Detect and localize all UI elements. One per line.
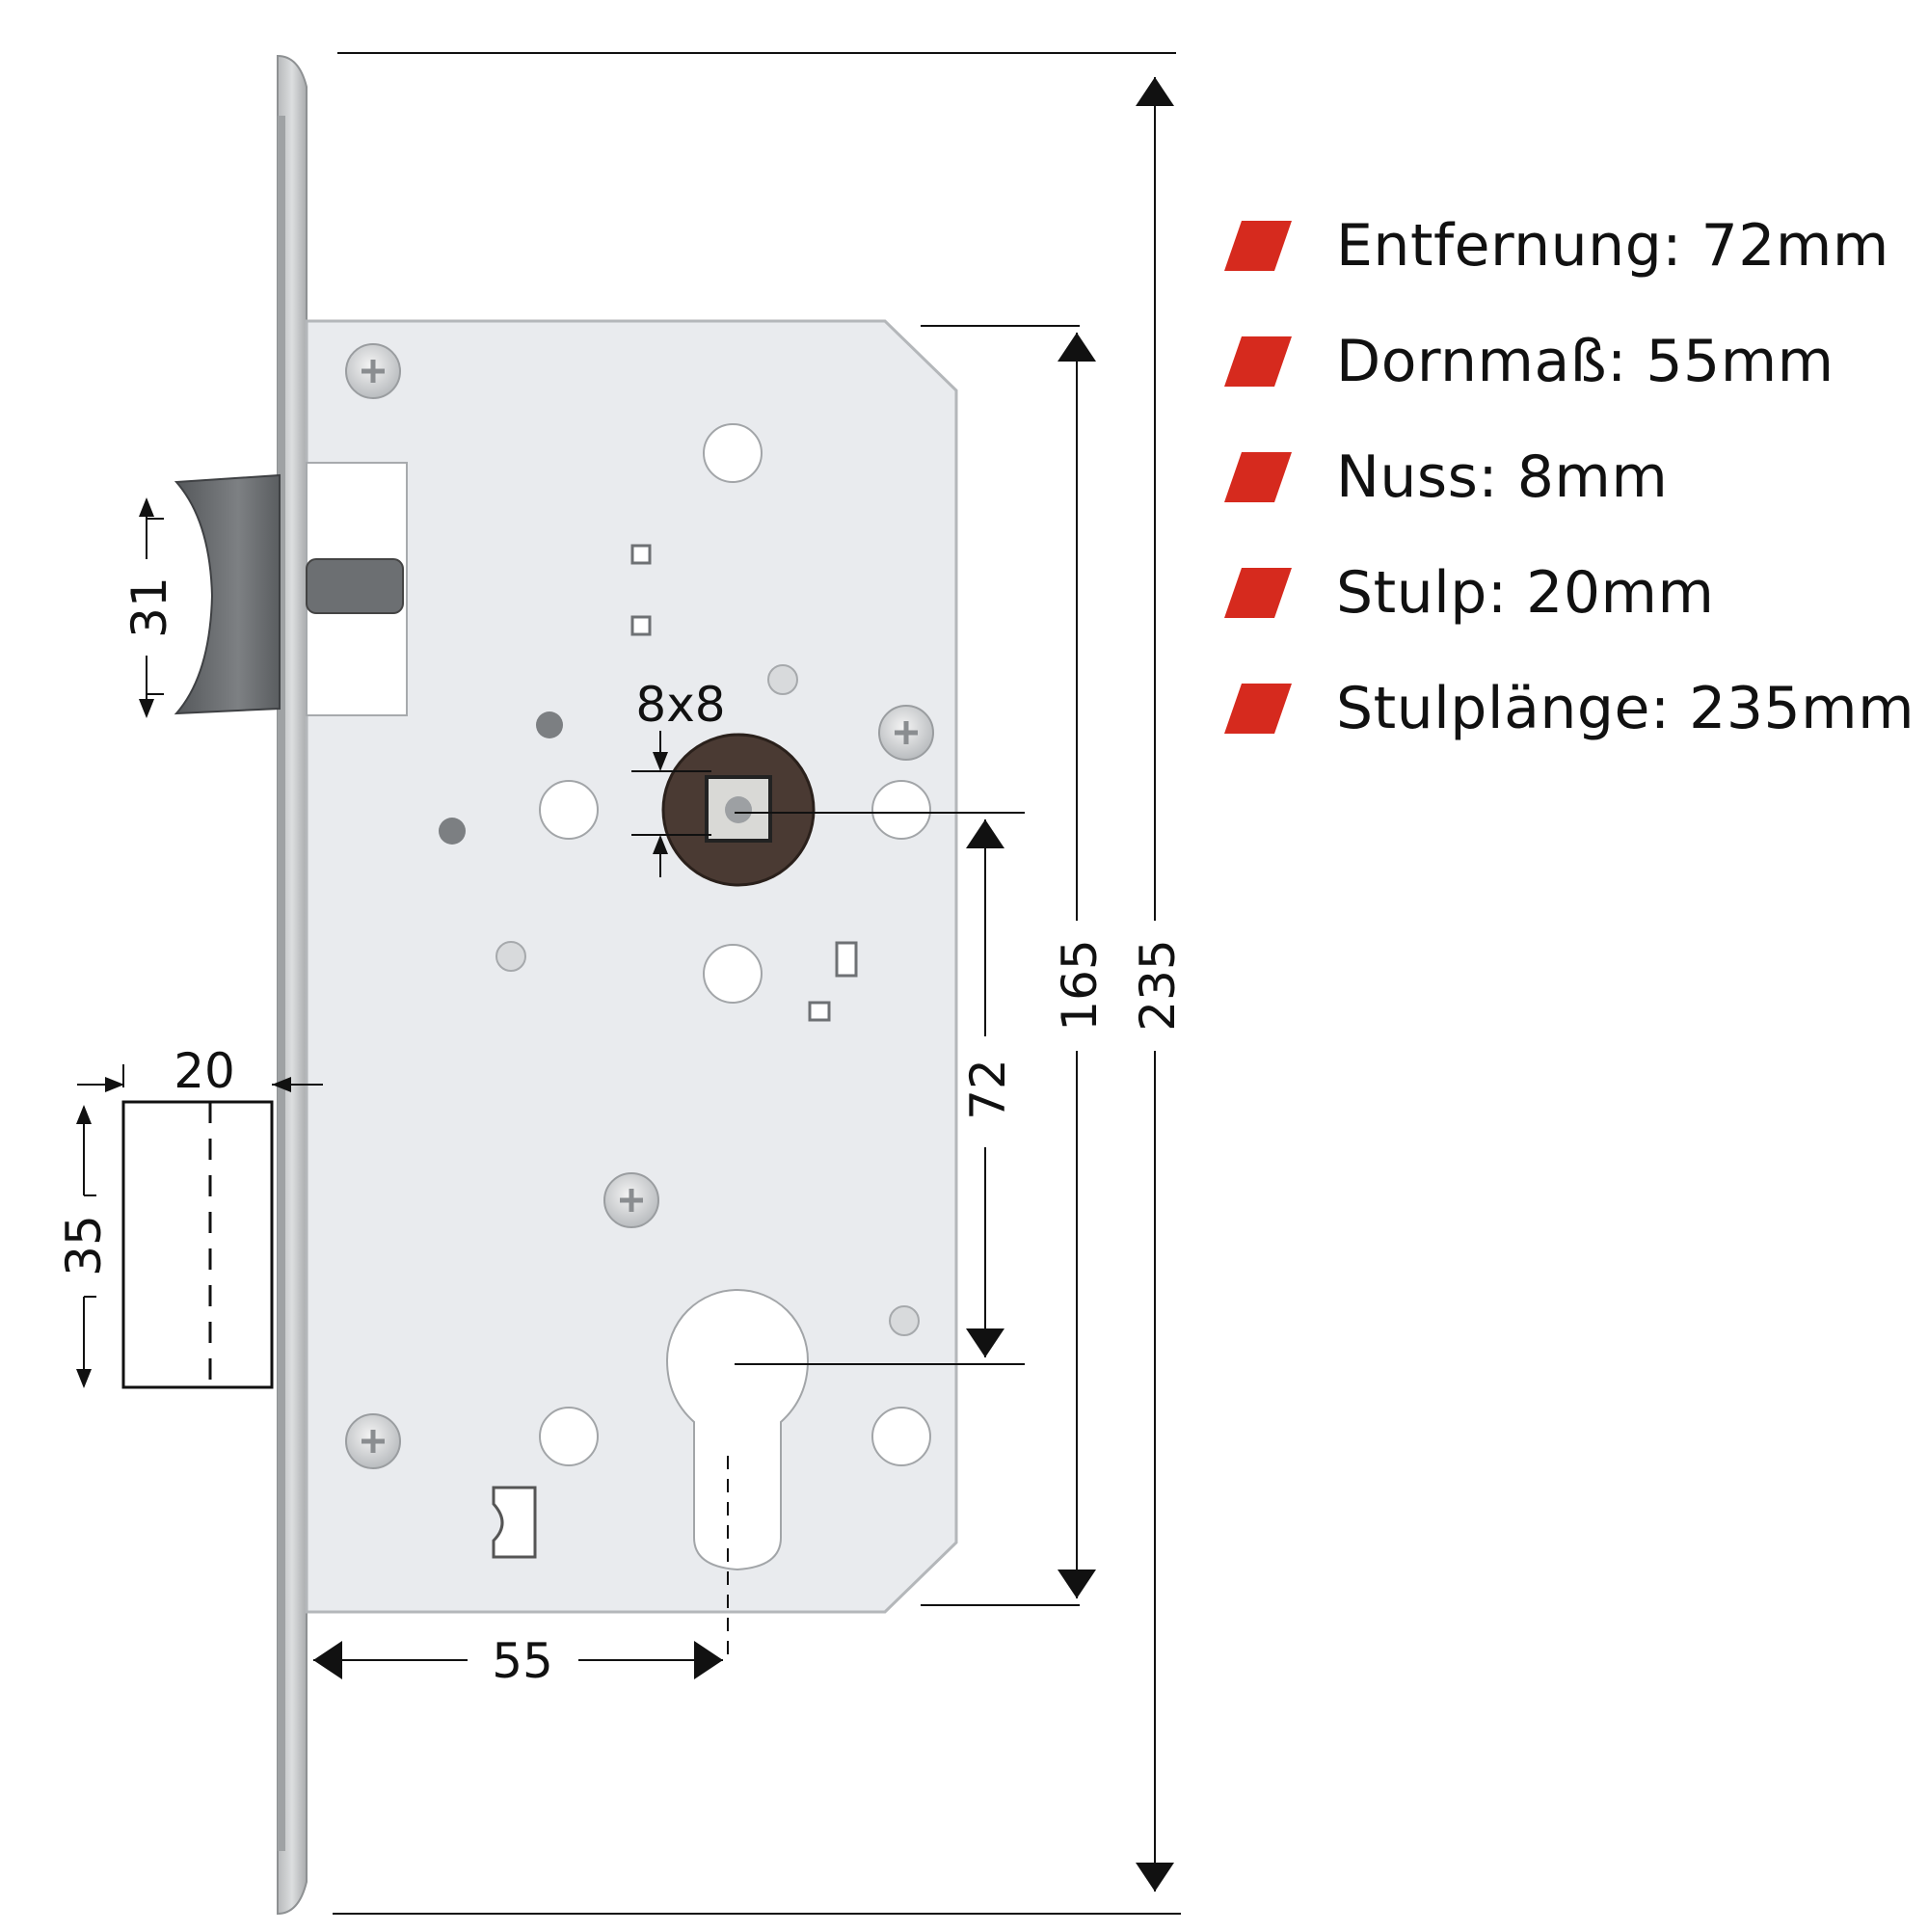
cylinder-cutout (665, 1288, 810, 1571)
dim-backset-label: 55 (492, 1633, 553, 1689)
dim-strike-height (76, 1105, 96, 1388)
spec-item-distance: Entfernung: 72mm (1224, 188, 1918, 304)
case-slots (630, 544, 858, 1022)
strike-outline (121, 1100, 274, 1389)
spec-bullet-icon (1224, 684, 1292, 734)
dim-case-height-label: 165 (1052, 939, 1108, 1031)
screw-right (878, 705, 934, 761)
spec-item-follower: Nuss: 8mm (1224, 419, 1918, 535)
latch-lever (492, 1486, 537, 1559)
spec-list: Entfernung: 72mm Dornmaß: 55mm Nuss: 8mm… (1224, 188, 1918, 766)
case-holes (539, 423, 931, 1466)
spec-bullet-icon (1224, 568, 1292, 618)
screw-bottom-left (345, 1413, 401, 1469)
dim-strike-width-label: 20 (174, 1043, 235, 1099)
spec-bullet-icon (1224, 452, 1292, 502)
case-studs (495, 664, 920, 1336)
spec-item-backset: Dornmaß: 55mm (1224, 304, 1918, 419)
dim-latch-height-label: 31 (121, 577, 177, 638)
spec-label: Stulp: 20mm (1336, 559, 1715, 627)
latch-bolt (174, 473, 281, 715)
screw-middle (603, 1172, 659, 1228)
latch-stem (306, 558, 404, 614)
dim-latch-height (139, 497, 164, 718)
spindle-follower (661, 733, 816, 887)
spec-bullet-icon (1224, 336, 1292, 387)
dim-overall-length-label: 235 (1130, 939, 1186, 1031)
spec-label: Dornmaß: 55mm (1336, 328, 1834, 395)
spec-item-faceplate: Stulp: 20mm (1224, 535, 1918, 651)
dim-strike-height-label: 35 (56, 1215, 112, 1276)
lock-case (305, 319, 958, 1614)
dim-spindle-label: 8x8 (635, 677, 725, 733)
dim-distance-label: 72 (960, 1059, 1016, 1120)
screw-top-left (345, 343, 401, 399)
spec-bullet-icon (1224, 221, 1292, 271)
extension-lines (122, 52, 1181, 1915)
spec-label: Stulplänge: 235mm (1336, 675, 1915, 742)
spec-item-faceplate-length: Stulplänge: 235mm (1224, 651, 1918, 766)
faceplate-edge (278, 116, 285, 1851)
spec-label: Nuss: 8mm (1336, 443, 1669, 511)
spec-label: Entfernung: 72mm (1336, 212, 1889, 280)
case-dimples (439, 711, 563, 845)
